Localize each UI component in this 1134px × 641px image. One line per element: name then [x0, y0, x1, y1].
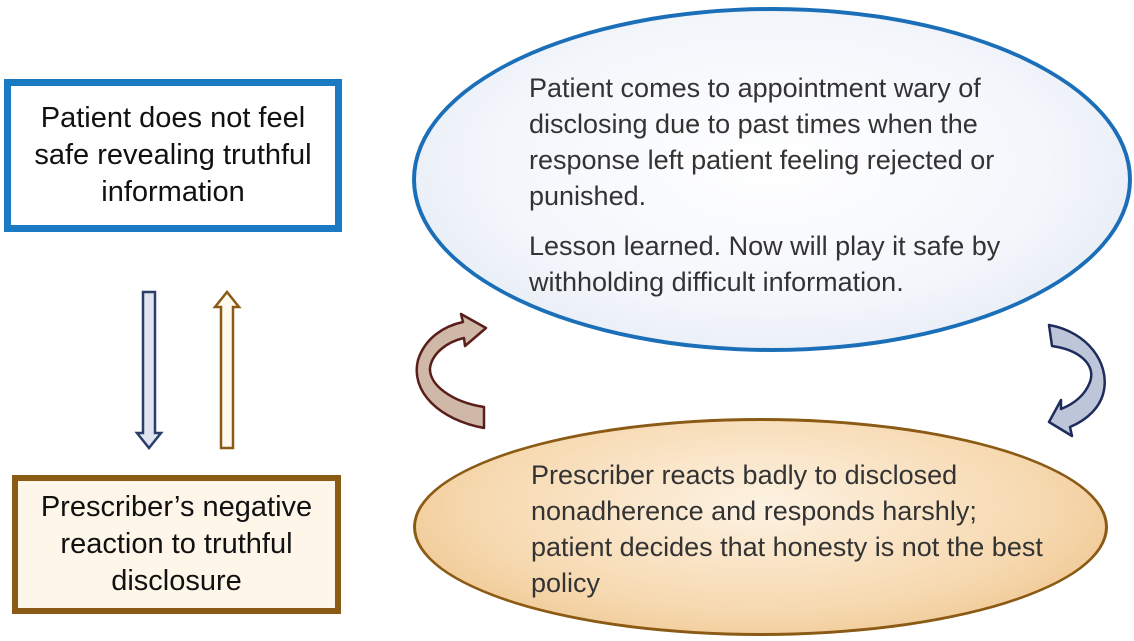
- prescriber-reaction-box: Prescriber’s negative reaction to truthf…: [12, 475, 341, 614]
- patient-wary-paragraph-1: Patient comes to appointment wary of dis…: [529, 73, 995, 211]
- patient-lesson-text: Lesson learned. Now will play it safe by…: [529, 228, 1089, 300]
- prescriber-reacts-text: Prescriber reacts badly to disclosed non…: [531, 457, 1051, 601]
- up-arrow-icon: [212, 289, 242, 450]
- patient-wary-text: Patient comes to appointment wary of dis…: [529, 70, 1089, 214]
- patient-unsafe-box: Patient does not feel safe revealing tru…: [4, 79, 342, 232]
- down-arrow-icon: [134, 290, 164, 451]
- patient-wary-paragraph-2: Lesson learned. Now will play it safe by…: [529, 231, 1001, 297]
- prescriber-reacts-ellipse: [413, 418, 1108, 636]
- prescriber-reaction-text: Prescriber’s negative reaction to truthf…: [40, 491, 313, 597]
- patient-wary-ellipse: [412, 7, 1132, 352]
- curved-arrow-down-left-icon: [1047, 323, 1106, 438]
- prescriber-reacts-paragraph: Prescriber reacts badly to disclosed non…: [531, 460, 1043, 598]
- curved-arrow-up-right-icon: [415, 312, 488, 430]
- patient-unsafe-text: Patient does not feel safe revealing tru…: [34, 102, 312, 208]
